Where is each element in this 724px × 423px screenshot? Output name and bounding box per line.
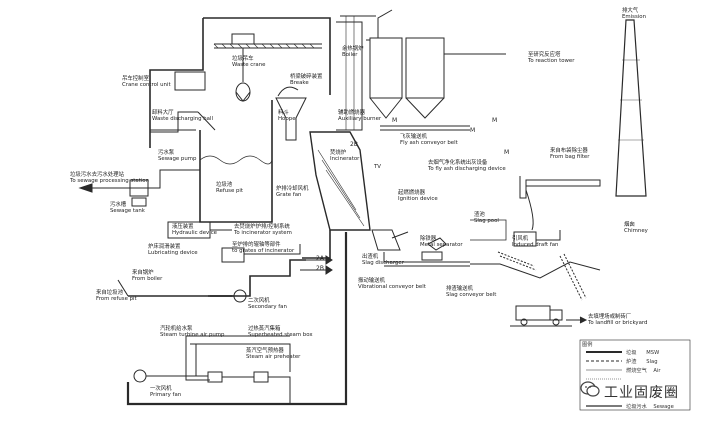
legend-row-air: 燃烧空气 Air: [626, 368, 661, 374]
watermark-text: 工业固废圈: [604, 385, 679, 401]
marker-2b: 2B: [316, 265, 324, 272]
marker-m4: M: [504, 149, 510, 156]
marker-m3: M: [392, 117, 398, 124]
legend-title: 图例: [582, 342, 593, 348]
marker-m2: M: [470, 127, 476, 134]
legend-row-sewage: 垃圾污水 Sewage: [626, 404, 674, 410]
marker-2a: 2A: [316, 255, 324, 262]
wechat-icon: [580, 381, 600, 397]
legend-row-msw: 垃圾 MSW: [626, 350, 660, 356]
legend-row-slag: 炉渣 Slag: [626, 359, 658, 365]
marker-2b-upper: 2B: [350, 141, 358, 148]
label-tv: TV: [374, 164, 381, 170]
marker-m1: M: [492, 117, 498, 124]
